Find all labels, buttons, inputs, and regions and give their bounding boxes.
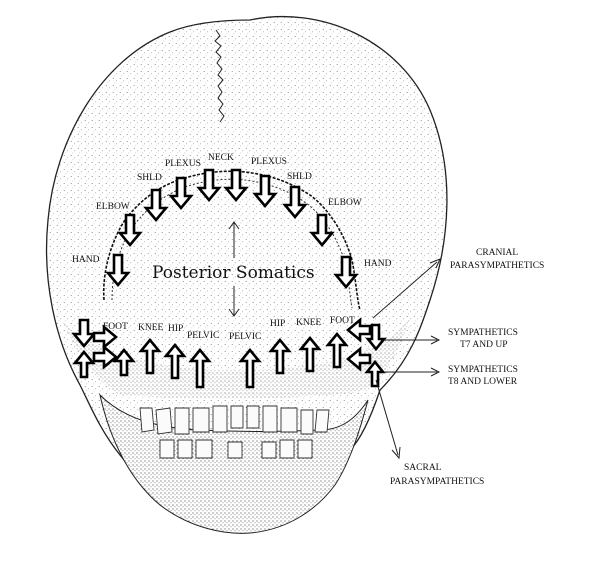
label-shld-left: SHLD: [137, 173, 162, 183]
label-knee-right: KNEE: [296, 318, 322, 328]
lambdoid-suture-inner: [111, 178, 353, 309]
label-cranial-parasympathetics: PARASYMPATHETICS: [450, 261, 544, 271]
label-elbow-right: ELBOW: [328, 198, 362, 208]
arrow-neck-2: [223, 168, 249, 203]
sagittal-suture: [214, 29, 225, 123]
arrow-right-vertical-down: [365, 323, 387, 352]
label-foot-right: FOOT: [330, 316, 355, 326]
arrow-left-vertical-up: [72, 349, 96, 379]
label-shld-right: SHLD: [287, 172, 312, 182]
label-t8-and-lower: T8 AND LOWER: [448, 377, 518, 387]
lambdoid-suture: [102, 170, 361, 311]
arrow-hand-left: [105, 253, 131, 288]
arrow-up-3: [163, 342, 187, 380]
arrow-right-left-2: [345, 346, 372, 372]
arrow-up-1: [112, 347, 136, 377]
label-pelvic-left: PELVIC: [187, 331, 219, 341]
left-side-arrows: [71, 318, 119, 379]
label-elbow-left: ELBOW: [96, 202, 130, 212]
pointer-lines: [372, 258, 441, 460]
arch-arrows: [105, 168, 359, 290]
arrow-shld-left: [143, 188, 169, 223]
right-side-arrows: [345, 317, 387, 388]
label-hip-left: HIP: [168, 324, 183, 334]
skull-occipital: [62, 318, 410, 399]
arrow-up-5: [238, 347, 262, 389]
label-plexus-left: PLEXUS: [165, 159, 201, 169]
arrow-right-left-1: [345, 317, 372, 343]
arrow-left-right-1: [92, 324, 119, 350]
side-labels: CRANIAL PARASYMPATHETICS SYMPATHETICS T7…: [390, 248, 544, 487]
arrow-elbow-left-1: [117, 213, 143, 248]
label-sacral: SACRAL: [404, 463, 442, 473]
label-sympathetics-low: SYMPATHETICS: [448, 365, 518, 375]
label-hand-right: HAND: [364, 259, 392, 269]
label-sacral-parasympathetics: PARASYMPATHETICS: [390, 477, 484, 487]
arrow-plexus-right: [252, 174, 278, 209]
arrow-neck-1: [196, 168, 222, 203]
label-pelvic-right: PELVIC: [229, 332, 261, 342]
label-plexus-right: PLEXUS: [251, 157, 287, 167]
label-cranial: CRANIAL: [476, 248, 518, 258]
arrow-up-8: [325, 331, 349, 369]
label-neck: NECK: [208, 153, 234, 163]
label-foot-left: FOOT: [103, 322, 128, 332]
label-hip-right: HIP: [270, 319, 285, 329]
arrow-plexus-left: [168, 176, 194, 211]
arrow-up-2: [138, 337, 162, 375]
arrow-elbow-right: [309, 213, 335, 248]
region-labels: NECK PLEXUS PLEXUS SHLD SHLD ELBOW ELBOW…: [72, 153, 392, 342]
teeth: [139, 405, 330, 459]
arrow-left-right-2: [92, 344, 119, 370]
label-knee-left: KNEE: [138, 323, 164, 333]
arrow-hand-right: [333, 255, 359, 290]
arrow-up-6: [268, 337, 292, 375]
arrow-left-vertical-down: [71, 318, 97, 349]
label-hand-left: HAND: [72, 255, 100, 265]
posterior-somatics-title: Posterior Somatics: [152, 263, 315, 283]
arrow-up-7: [298, 335, 322, 373]
arrow-shld-right: [282, 185, 308, 220]
somatics-double-arrow: [228, 221, 240, 317]
arrow-right-vertical-up: [364, 359, 386, 388]
arrow-up-4: [188, 347, 212, 389]
lower-arrows: [112, 331, 349, 389]
label-sympathetics-up: SYMPATHETICS: [448, 328, 518, 338]
label-t7-and-up: T7 AND UP: [460, 340, 508, 350]
